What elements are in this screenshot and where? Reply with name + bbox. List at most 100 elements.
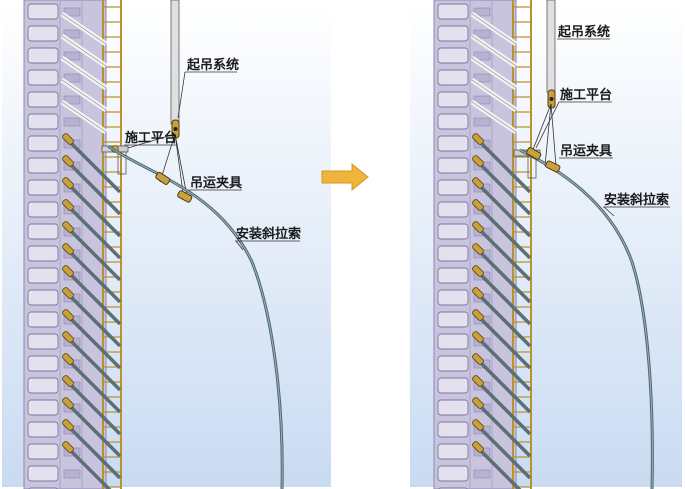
lifting-clamp xyxy=(155,171,193,203)
stay-cable-rod xyxy=(476,314,532,370)
anchor-head xyxy=(472,221,484,233)
anchor-head xyxy=(472,199,484,211)
rigging-ropes xyxy=(531,103,557,167)
hoist-system xyxy=(546,0,556,109)
stay-cable-rod xyxy=(66,336,122,392)
anchor-head xyxy=(62,419,74,431)
stay-cable-rod xyxy=(476,182,532,238)
hoist-system xyxy=(170,0,180,139)
anchor-head xyxy=(62,155,74,167)
anchor-block xyxy=(473,51,491,61)
anchor-head xyxy=(62,287,74,299)
anchor-block xyxy=(63,51,81,61)
stay-cable-rod xyxy=(476,204,532,260)
anchor-slot xyxy=(27,355,59,372)
anchor-slot xyxy=(27,47,59,64)
stay-cable-outline xyxy=(61,57,107,89)
anchor-head xyxy=(62,265,74,277)
anchor-slot xyxy=(27,69,59,86)
anchor-block xyxy=(63,117,81,127)
anchor-block xyxy=(63,95,81,105)
stay-cable-rod xyxy=(476,424,532,480)
stay-cable-outline xyxy=(61,101,107,133)
anchor-slot xyxy=(437,179,469,196)
anchor-head xyxy=(62,441,74,453)
stay-cable-outline xyxy=(61,13,107,45)
stay-cable-rod xyxy=(66,358,122,414)
stay-cable-outline xyxy=(471,101,517,133)
label-work-platform: 施工平台 xyxy=(125,130,177,146)
anchor-block xyxy=(473,7,491,17)
anchor-block xyxy=(63,469,81,479)
anchor-head xyxy=(62,397,74,409)
anchor-head xyxy=(472,419,484,431)
stay-cable-rod xyxy=(66,204,122,260)
left-panel-before: 起吊系统 施工平台 吊运夹具 安装斜拉索 xyxy=(2,0,331,489)
stay-cable-outline xyxy=(471,57,517,89)
anchor-head xyxy=(472,397,484,409)
anchor-slot xyxy=(437,311,469,328)
anchor-block xyxy=(63,73,81,83)
anchor-head xyxy=(62,309,74,321)
installed-stay-cables xyxy=(470,11,532,489)
anchor-slot xyxy=(27,465,59,482)
anchor-slot xyxy=(27,421,59,438)
anchor-slot xyxy=(437,355,469,372)
stay-cable-outline xyxy=(471,13,517,45)
lifting-clamp xyxy=(526,147,561,173)
stay-cable-outline xyxy=(471,35,517,67)
stay-cable-rod xyxy=(66,446,112,489)
stay-cable-rod xyxy=(66,248,122,304)
anchor-slot xyxy=(437,223,469,240)
stay-cable-rod xyxy=(476,336,532,392)
anchor-slot xyxy=(27,135,59,152)
anchor-head xyxy=(62,331,74,343)
installed-stay-cables xyxy=(60,11,122,489)
callouts-left: 起吊系统 施工平台 吊运夹具 安装斜拉索 xyxy=(124,57,301,251)
label-lifting-clamp: 吊运夹具 xyxy=(560,143,612,159)
anchor-slot xyxy=(437,91,469,108)
stay-cable-outline xyxy=(471,79,517,111)
callouts-right: 起吊系统 施工平台 吊运夹具 安装斜拉索 xyxy=(535,24,670,217)
stay-cable-rod xyxy=(66,270,122,326)
stay-cable-rod xyxy=(476,226,532,282)
anchor-slot xyxy=(437,421,469,438)
anchor-head xyxy=(472,441,484,453)
stay-cable-rod xyxy=(476,138,532,194)
right-panel-after: 起吊系统 施工平台 吊运夹具 安装斜拉索 xyxy=(410,0,682,489)
stay-cable-outline xyxy=(61,79,107,111)
anchor-slot xyxy=(27,399,59,416)
anchor-slot xyxy=(437,465,469,482)
stay-cable-rod xyxy=(66,160,122,216)
anchor-head xyxy=(472,265,484,277)
stay-cable-outline xyxy=(61,35,107,67)
anchor-head xyxy=(472,353,484,365)
anchor-head xyxy=(472,133,484,145)
anchor-head xyxy=(472,331,484,343)
stay-cable-rod xyxy=(66,402,122,458)
anchor-slot xyxy=(437,113,469,130)
arrow-right-icon xyxy=(321,162,369,192)
stay-cable-rod xyxy=(476,292,532,348)
anchor-block xyxy=(63,29,81,39)
anchor-head xyxy=(62,375,74,387)
stay-cable-rod xyxy=(66,226,122,282)
stay-cable-rod xyxy=(66,314,122,370)
stay-cable-rod xyxy=(66,424,122,480)
anchor-slot xyxy=(437,267,469,284)
anchor-slot xyxy=(27,91,59,108)
label-hoist-system: 起吊系统 xyxy=(557,24,610,40)
anchor-head xyxy=(472,309,484,321)
anchor-slot xyxy=(27,223,59,240)
anchor-block xyxy=(473,73,491,83)
label-lifting-clamp: 吊运夹具 xyxy=(190,175,242,191)
anchor-slot xyxy=(27,311,59,328)
anchor-slot xyxy=(437,399,469,416)
anchor-slot xyxy=(437,245,469,262)
label-stay-cable: 安装斜拉索 xyxy=(604,192,669,208)
anchor-slot xyxy=(437,201,469,218)
stay-cable-rod xyxy=(476,402,532,458)
anchor-slot xyxy=(437,3,469,20)
stay-cable-rod xyxy=(66,138,122,194)
anchor-slot xyxy=(27,201,59,218)
